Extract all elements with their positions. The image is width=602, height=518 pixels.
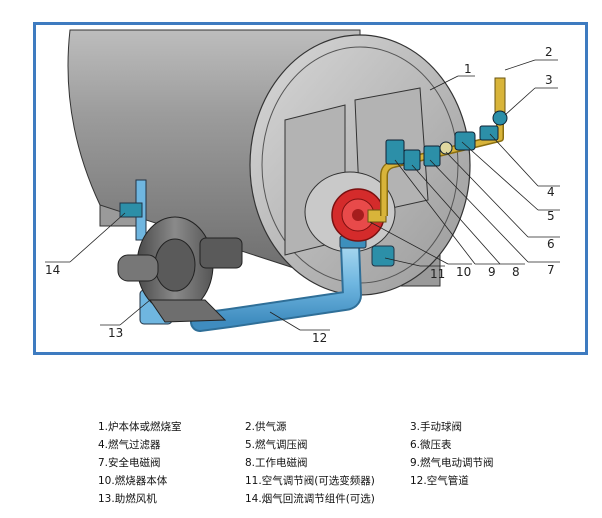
legend-item-8: 8.工作电磁阀: [245, 457, 308, 469]
callout-3: 3: [545, 73, 553, 87]
safety-solenoid-valve-icon: [423, 145, 441, 167]
legend-item-5: 5.燃气调压阀: [245, 439, 308, 451]
boiler-system-diagram: 1 2 3 4 5 6 7 8 9 10 11 12 13 14: [45, 29, 560, 345]
callout-9: 9: [488, 265, 496, 279]
legend-item-4: 4.燃气过滤器: [98, 439, 161, 451]
callout-1: 1: [464, 62, 472, 76]
legend-item-3: 3.手动球阀: [410, 421, 463, 433]
gas-filter-icon: [479, 125, 499, 141]
legend-item-11: 11.空气调节阀(可选变频器): [245, 475, 375, 487]
legend-item-9: 9.燃气电动调节阀: [410, 457, 494, 469]
callout-10: 10: [456, 265, 471, 279]
gas-pipe-train: [380, 77, 508, 216]
legend-item-6: 6.微压表: [410, 439, 452, 451]
callout-14: 14: [45, 263, 60, 277]
callout-labels: 1 2 3 4 5 6 7 8 9 10 11 12 13 14: [45, 45, 555, 345]
component-legend: 1.炉本体或燃烧室 2.供气源 3.手动球阀 4.燃气过滤器 5.燃气调压阀 6…: [98, 418, 578, 508]
callout-5: 5: [547, 209, 555, 223]
fan-motor: [199, 237, 243, 269]
callout-13: 13: [108, 326, 123, 340]
pressure-regulator-icon: [454, 131, 476, 151]
leader-lines: [45, 59, 560, 331]
legend-item-10: 10.燃烧器本体: [98, 475, 168, 487]
recirculation-valve-icon: [119, 202, 143, 218]
working-solenoid-valve-icon: [403, 149, 421, 171]
callout-7: 7: [547, 263, 555, 277]
callout-4: 4: [547, 185, 555, 199]
ball-valve-icon: [492, 110, 508, 126]
callout-11: 11: [430, 267, 445, 281]
callout-6: 6: [547, 237, 555, 251]
legend-item-1: 1.炉本体或燃烧室: [98, 421, 182, 433]
callout-8: 8: [512, 265, 520, 279]
legend-item-7: 7.安全电磁阀: [98, 457, 161, 469]
burner-body: [331, 188, 387, 242]
combustion-fan: [117, 216, 243, 323]
flue-gas-recirculation: [119, 179, 147, 241]
gas-source-pipe: [494, 77, 506, 113]
legend-item-14: 14.烟气回流调节组件(可选): [245, 493, 375, 505]
callout-2: 2: [545, 45, 553, 59]
legend-item-12: 12.空气管道: [410, 475, 469, 487]
legend-item-13: 13.助燃风机: [98, 493, 157, 505]
callout-12: 12: [312, 331, 327, 345]
gas-motorized-valve-icon: [385, 139, 405, 165]
legend-item-2: 2.供气源: [245, 421, 287, 433]
air-regulating-valve-icon: [371, 245, 395, 267]
